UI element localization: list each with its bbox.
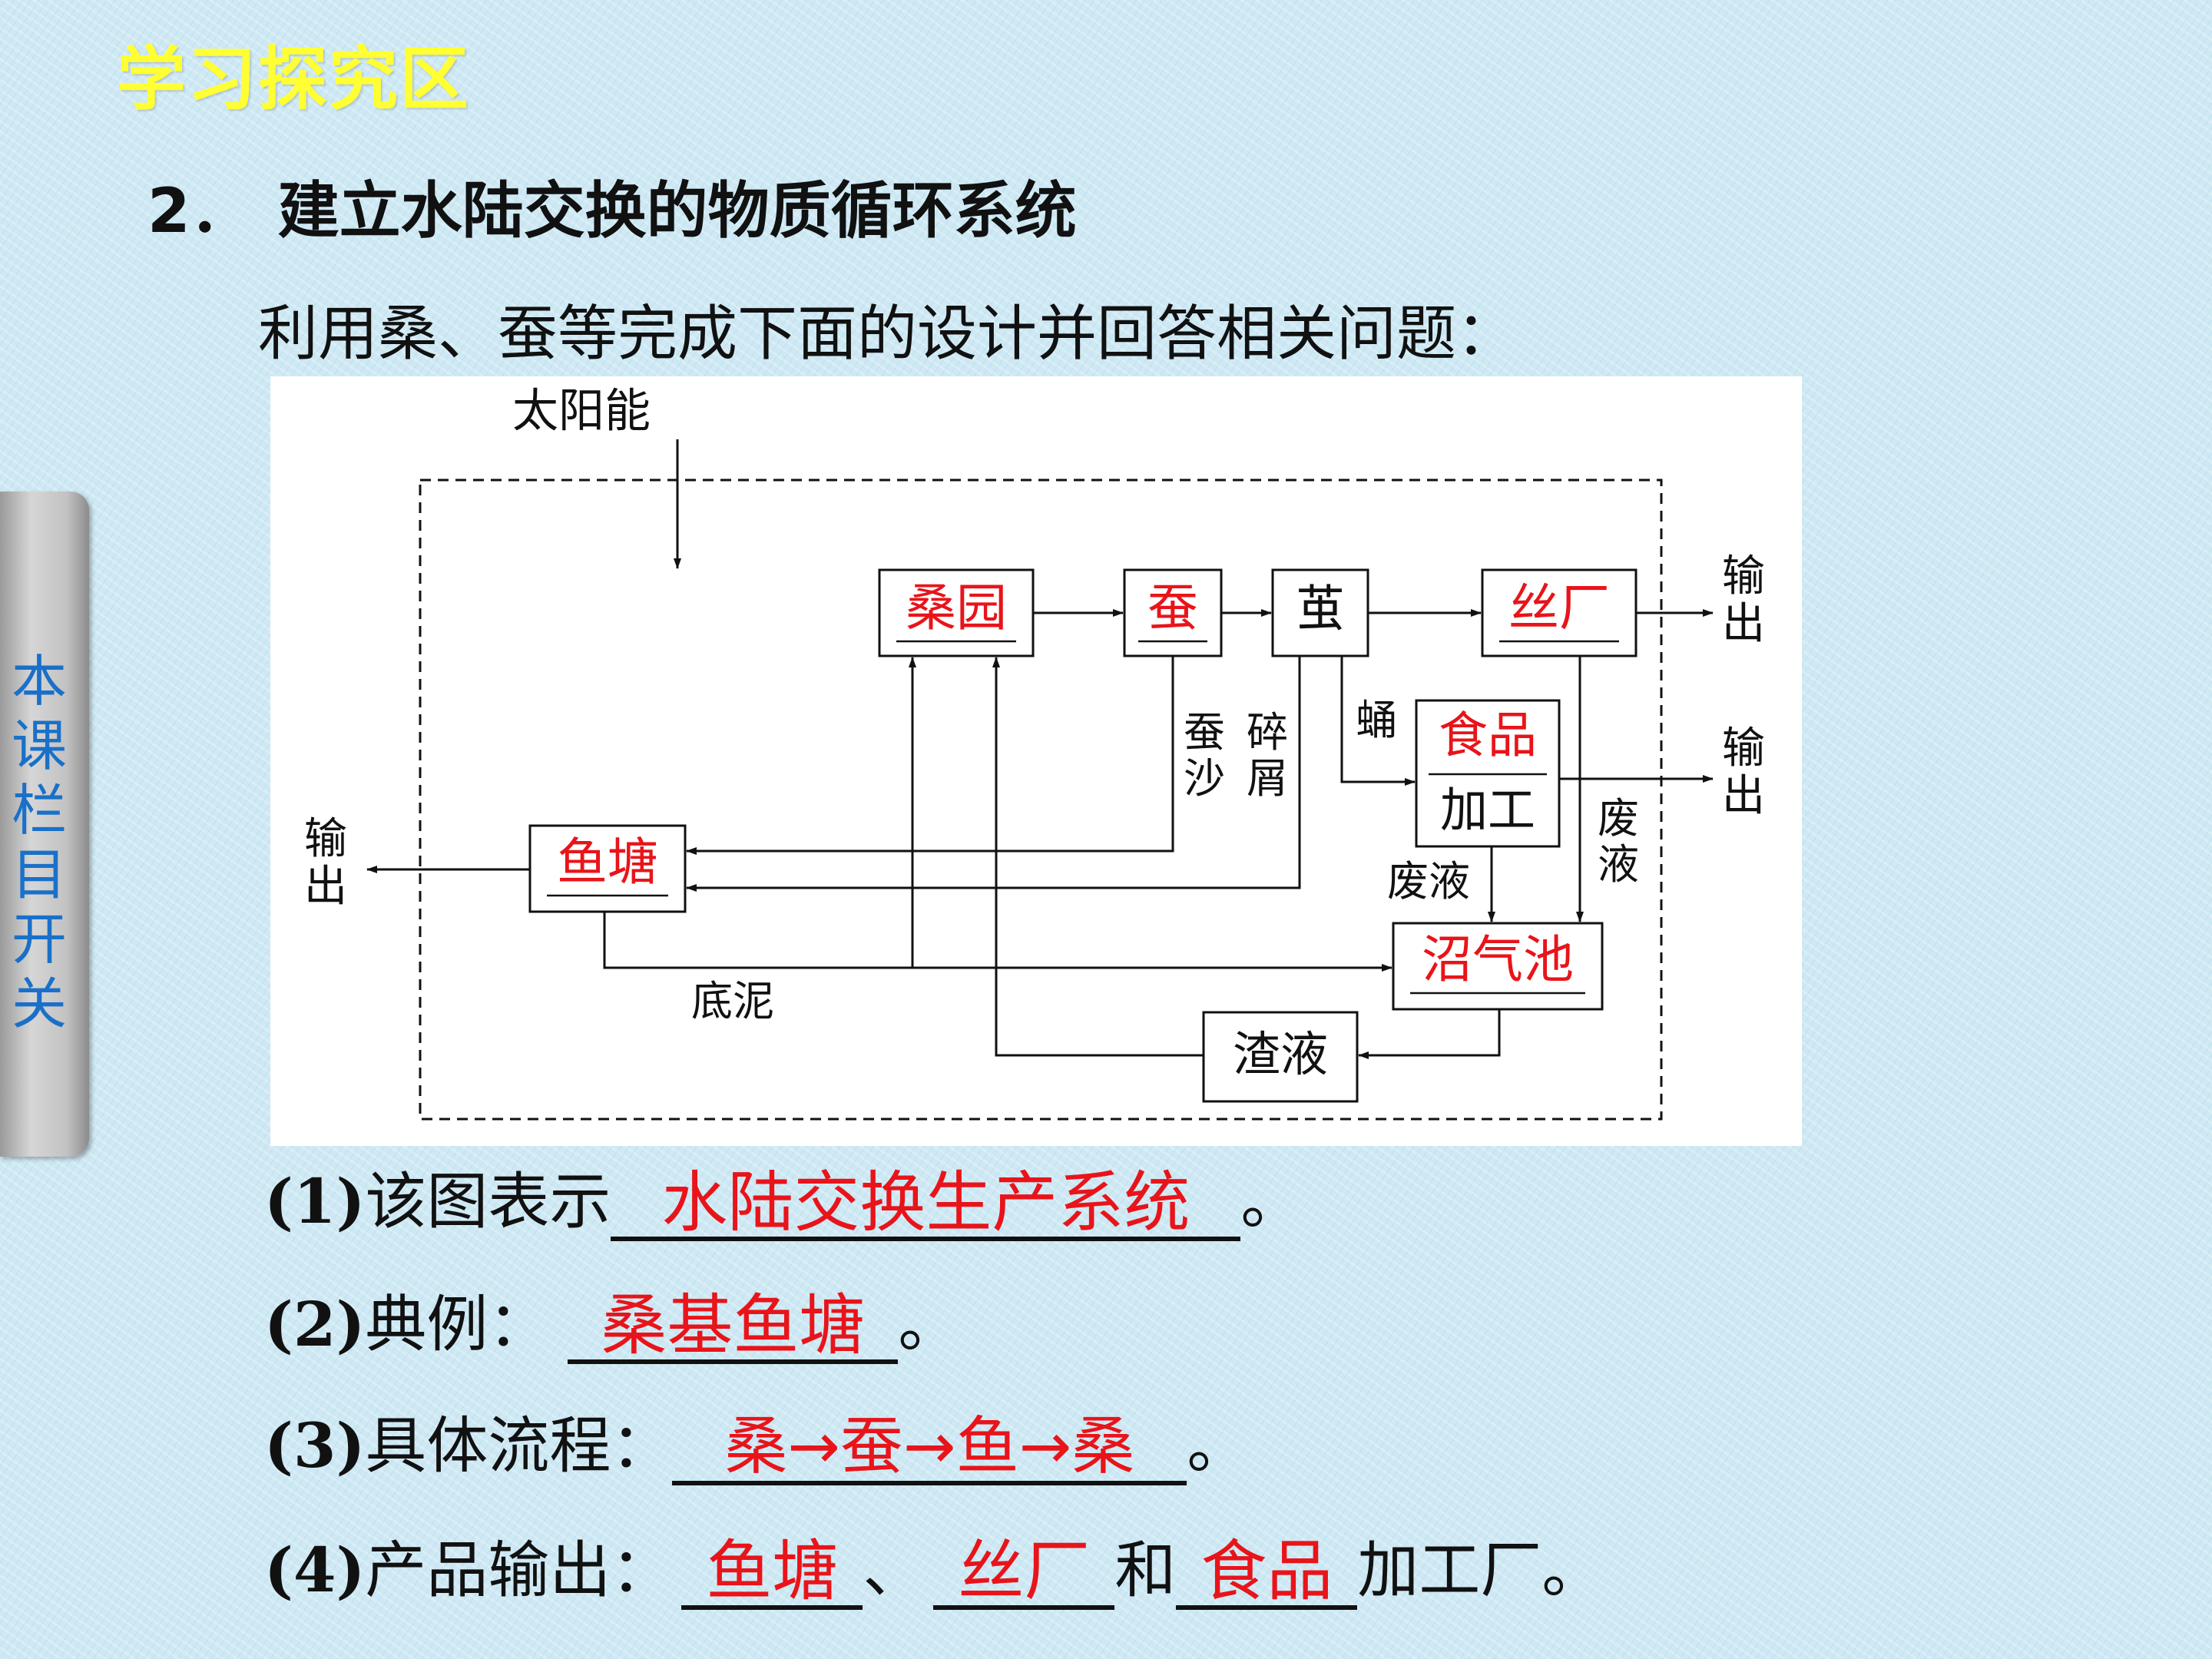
question-2: (2)典例： 桑基鱼塘。	[264, 1275, 959, 1364]
question-number: (4)	[264, 1534, 366, 1606]
silkworm-text: 蚕	[1147, 578, 1198, 637]
answer-blank[interactable]: 桑→蚕→鱼→桑	[672, 1413, 1187, 1485]
question-connector: 、	[863, 1535, 925, 1606]
question-connector: 和	[1114, 1535, 1177, 1606]
waste-liquid-right-label: 废液	[1598, 794, 1639, 889]
side-tab[interactable]	[0, 492, 89, 1157]
food-processing-text-bottom: 加工	[1440, 782, 1535, 838]
residue-box	[1202, 1011, 1359, 1103]
output-label-right-top: 输出	[1719, 553, 1768, 648]
biogas-text: 沼气池	[1422, 930, 1574, 989]
output-label-right-middle: 输出	[1719, 725, 1768, 820]
fish-pond-box	[528, 824, 687, 913]
page-title: 2． 建立水陆交换的物质循环系统	[147, 161, 1077, 250]
answer-blank[interactable]: 食品	[1176, 1538, 1358, 1610]
title-number: 2．	[147, 175, 252, 247]
answer-blank[interactable]: 桑基鱼塘	[568, 1292, 899, 1364]
sludge-label: 底泥	[691, 977, 774, 1025]
intro-text: 利用桑、蚕等完成下面的设计并回答相关问题：	[258, 300, 1517, 369]
question-3: (3)具体流程：桑→蚕→鱼→桑。	[264, 1396, 1248, 1485]
residue-text: 渣液	[1233, 1026, 1328, 1082]
food-processing-text-top: 食品	[1439, 708, 1537, 765]
answer-blank[interactable]: 鱼塘	[681, 1538, 863, 1610]
question-number: (2)	[264, 1288, 366, 1360]
silkworm-feces-label: 蚕沙	[1184, 708, 1225, 803]
flow-diagram: 太阳能 桑园 蚕 茧 丝厂 食品 加工 鱼塘 沼气池 渣液 输出	[270, 376, 1802, 1146]
question-suffix: 。	[898, 1289, 960, 1360]
section-label: 学习探究区	[117, 39, 470, 120]
question-suffix: 。	[1187, 1410, 1249, 1482]
system-boundary	[419, 478, 1663, 1121]
mulberry-text: 桑园	[906, 578, 1007, 637]
silk-factory-text: 丝厂	[1508, 578, 1610, 637]
pupa-label: 蛹	[1356, 696, 1397, 744]
side-tab-label[interactable]: 本课栏目开关	[11, 649, 67, 1036]
title-text: 建立水陆交换的物质循环系统	[277, 175, 1077, 247]
answer-blank[interactable]: 丝厂	[933, 1538, 1115, 1610]
question-1: (1)该图表示水陆交换生产系统。	[264, 1152, 1302, 1241]
fish-pond-text: 鱼塘	[557, 833, 658, 892]
question-prefix: 具体流程：	[365, 1410, 673, 1482]
answer-blank[interactable]: 水陆交换生产系统	[611, 1169, 1241, 1241]
question-4: (4)产品输出：鱼塘、丝厂和食品加工厂。	[264, 1521, 1603, 1610]
question-prefix: 该图表示	[365, 1166, 611, 1237]
output-label-left: 输出	[301, 816, 350, 911]
biogas-box	[1392, 922, 1604, 1011]
cocoon-box	[1271, 568, 1369, 657]
question-prefix: 产品输出：	[365, 1535, 673, 1606]
question-number: (3)	[264, 1409, 366, 1482]
question-number: (1)	[264, 1165, 366, 1237]
question-prefix: 典例：	[365, 1289, 550, 1360]
question-suffix: 加工厂。	[1357, 1535, 1604, 1606]
scraps-label: 碎屑	[1247, 708, 1288, 803]
sun-label: 太阳能	[512, 385, 651, 439]
waste-liquid-left-label: 废液	[1387, 857, 1470, 906]
question-suffix: 。	[1240, 1166, 1303, 1237]
cocoon-text: 茧	[1296, 581, 1345, 638]
